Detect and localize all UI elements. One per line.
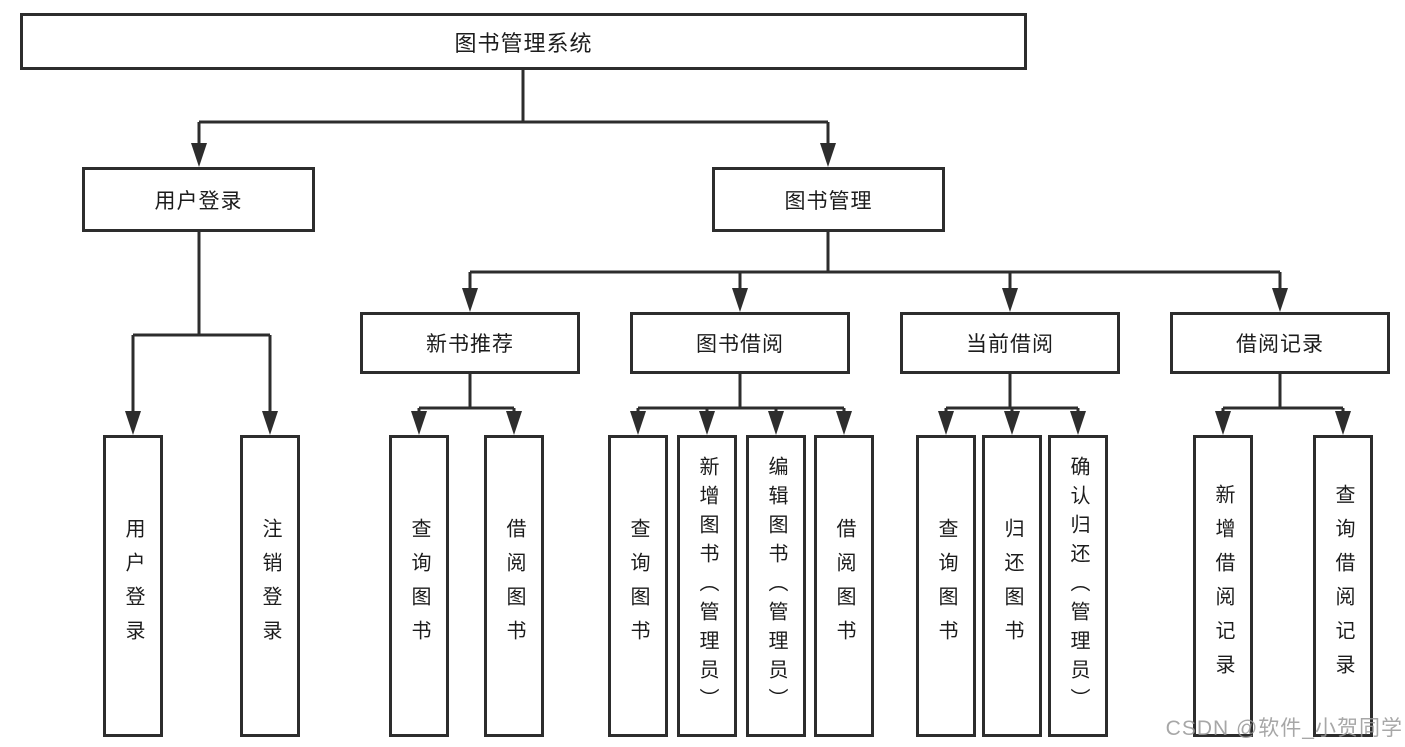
node-label: 图书管理: [784, 189, 873, 213]
connector-records-to-leaves: [1221, 374, 1345, 429]
node-label: 新增借阅记录: [1212, 484, 1234, 688]
connector-paths: [131, 70, 1345, 429]
node-label: 借阅记录: [1236, 333, 1324, 356]
connector-bookborrow-to-leaves: [636, 374, 846, 429]
node-label: 查询图书: [408, 518, 430, 654]
node-label: 图书管理系统: [454, 30, 593, 56]
arrowhead-icon: [699, 411, 715, 435]
node-label: 查询图书: [935, 518, 957, 654]
node-user-login: 用户登录: [82, 167, 315, 232]
leaf-query-books-recommend: 查询图书: [389, 435, 449, 737]
arrowheads: [125, 143, 1351, 435]
node-library-system: 图书管理系统: [20, 13, 1027, 70]
leaf-borrow-books-recommend: 借阅图书: [484, 435, 544, 737]
node-label: 借阅图书: [503, 518, 525, 654]
arrowhead-icon: [1272, 288, 1288, 312]
leaf-query-books-borrowing: 查询图书: [608, 435, 668, 737]
leaf-add-borrow-record: 新增借阅记录: [1193, 435, 1253, 737]
arrowhead-icon: [1215, 411, 1231, 435]
node-label: 新书推荐: [426, 333, 514, 356]
connector-bookmgmt-to-level3: [468, 232, 1282, 306]
arrowhead-icon: [836, 411, 852, 435]
arrowhead-icon: [1070, 411, 1086, 435]
connector-root-to-level2: [197, 70, 830, 161]
arrowhead-icon: [938, 411, 954, 435]
arrowhead-icon: [462, 288, 478, 312]
node-label: 查询借阅记录: [1332, 484, 1354, 688]
arrowhead-icon: [1335, 411, 1351, 435]
leaf-logout: 注销登录: [240, 435, 300, 737]
node-label: 用户登录: [122, 518, 144, 654]
leaf-borrow-books: 借阅图书: [814, 435, 874, 737]
csdn-watermark: CSDN @软件_小贺同学: [1165, 717, 1403, 740]
node-current-borrowing: 当前借阅: [900, 312, 1120, 374]
arrowhead-icon: [732, 288, 748, 312]
arrowhead-icon: [506, 411, 522, 435]
leaf-add-books-admin: 新增图书（管理员）: [677, 435, 737, 737]
node-label: 编辑图书（管理员）: [765, 455, 787, 717]
arrowhead-icon: [820, 143, 836, 167]
leaf-query-books-current: 查询图书: [916, 435, 976, 737]
arrowhead-icon: [262, 411, 278, 435]
leaf-confirm-return-admin: 确认归还（管理员）: [1048, 435, 1108, 737]
node-book-borrowing: 图书借阅: [630, 312, 850, 374]
leaf-query-borrow-record: 查询借阅记录: [1313, 435, 1373, 737]
node-label: 用户登录: [154, 189, 243, 213]
arrowhead-icon: [411, 411, 427, 435]
leaf-user-login: 用户登录: [103, 435, 163, 737]
node-new-book-recommend: 新书推荐: [360, 312, 580, 374]
connector-userlogin-to-leaves: [131, 232, 272, 429]
node-label: 当前借阅: [966, 333, 1054, 356]
arrowhead-icon: [1004, 411, 1020, 435]
node-book-management: 图书管理: [712, 167, 945, 232]
node-label: 归还图书: [1001, 518, 1023, 654]
node-label: 新增图书（管理员）: [696, 455, 718, 717]
connector-newbooks-to-leaves: [417, 374, 516, 429]
node-label: 图书借阅: [696, 333, 784, 356]
node-label: 借阅图书: [833, 518, 855, 654]
arrowhead-icon: [768, 411, 784, 435]
leaf-return-books: 归还图书: [982, 435, 1042, 737]
arrowhead-icon: [630, 411, 646, 435]
arrowhead-icon: [191, 143, 207, 167]
node-borrowing-records: 借阅记录: [1170, 312, 1390, 374]
leaf-edit-books-admin: 编辑图书（管理员）: [746, 435, 806, 737]
node-label: 确认归还（管理员）: [1067, 455, 1089, 717]
node-label: 查询图书: [627, 518, 649, 654]
node-label: 注销登录: [259, 518, 281, 654]
arrowhead-icon: [1002, 288, 1018, 312]
arrowhead-icon: [125, 411, 141, 435]
